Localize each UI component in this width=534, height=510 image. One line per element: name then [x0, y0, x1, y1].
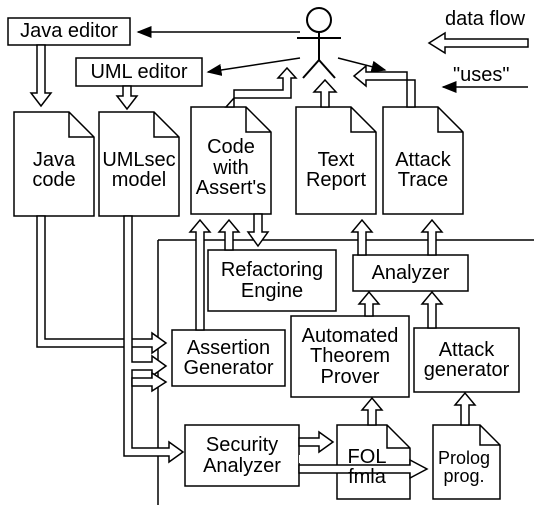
java-code-line-2: code — [32, 169, 76, 191]
attack-trace-line-2: Trace — [397, 169, 449, 191]
assertion-generator-line-1: Assertion — [186, 336, 271, 359]
analyzer-text: Analyzer — [371, 261, 450, 284]
java-code-label: Java code — [14, 138, 94, 202]
assertion-generator-box — [171, 329, 286, 387]
atp-box — [290, 315, 410, 398]
uml-editor-text: UML editor — [90, 60, 188, 83]
umlsec-model-line-1: UMLsec — [102, 148, 176, 171]
umlsec-model-label: UMLsec model — [99, 138, 179, 202]
text-report-label: Text Report — [296, 140, 376, 200]
data-flow-arrows — [29, 31, 529, 480]
attack-generator-label: Attack generator — [414, 328, 519, 392]
prolog-prog-label: Prolog prog. — [433, 440, 495, 494]
atp-line-2: Theorem — [309, 345, 391, 368]
user-actor-icon — [297, 7, 341, 79]
umlsec-model-line-2: model — [111, 169, 167, 191]
text-report-line-1: Text — [317, 148, 355, 171]
attack-generator-line-1: Attack — [438, 338, 495, 361]
refactoring-engine-line-1: Refactoring — [220, 259, 324, 282]
legend-data-flow-text: data flow — [445, 7, 526, 30]
java-editor-box — [7, 17, 131, 46]
assertion-generator-label: Assertion Generator — [172, 330, 285, 386]
atp-line-3: Prover — [320, 365, 380, 388]
prolog-prog-doc — [432, 424, 501, 500]
code-asserts-doc — [190, 106, 272, 215]
security-analyzer-label: Security Analyzer — [185, 425, 299, 486]
security-analyzer-box — [184, 424, 300, 487]
legend-uses-text: "uses" — [453, 63, 510, 86]
legend-data-flow: data flow — [445, 6, 533, 32]
attack-trace-doc — [382, 106, 464, 215]
uml-editor-box — [75, 57, 203, 87]
security-analyzer-line-2: Analyzer — [203, 454, 281, 477]
text-report-doc — [295, 106, 377, 215]
java-editor-label: Java editor — [8, 18, 130, 45]
prolog-prog-line-2: prog. — [443, 466, 485, 486]
refactoring-engine-box — [207, 249, 337, 312]
fol-fmla-doc — [336, 424, 411, 500]
atp-line-1: Automated — [301, 324, 399, 347]
java-code-line-1: Java — [32, 148, 76, 171]
text-report-line-2: Report — [305, 169, 367, 191]
attack-trace-line-1: Attack — [395, 148, 451, 171]
legend-uses: "uses" — [453, 64, 529, 86]
refactoring-engine-label: Refactoring Engine — [208, 250, 336, 311]
analyzer-box — [352, 254, 469, 292]
code-asserts-label: Code with Assert's — [191, 128, 271, 208]
java-editor-text: Java editor — [20, 20, 118, 43]
fol-fmla-label: FOL fmla — [337, 440, 397, 494]
uml-editor-label: UML editor — [76, 58, 202, 86]
refactoring-engine-line-2: Engine — [240, 279, 304, 302]
attack-trace-label: Attack Trace — [383, 140, 463, 200]
uses-arrows — [136, 26, 528, 93]
prolog-prog-line-1: Prolog — [437, 448, 491, 468]
code-asserts-line-3: Assert's — [195, 177, 267, 200]
java-code-doc — [13, 111, 95, 217]
umlsec-model-doc — [98, 111, 180, 217]
fol-fmla-line-1: FOL — [347, 445, 387, 468]
fol-fmla-line-2: fmla — [348, 466, 386, 488]
code-asserts-line-2: with — [213, 156, 249, 179]
analyzer-label: Analyzer — [353, 255, 468, 291]
attack-generator-line-2: generator — [423, 359, 510, 381]
attack-generator-box — [413, 327, 520, 393]
atp-label: Automated Theorem Prover — [291, 316, 409, 397]
code-asserts-line-1: Code — [207, 136, 255, 159]
assertion-generator-line-2: Generator — [183, 357, 274, 379]
security-analyzer-line-1: Security — [205, 434, 279, 457]
